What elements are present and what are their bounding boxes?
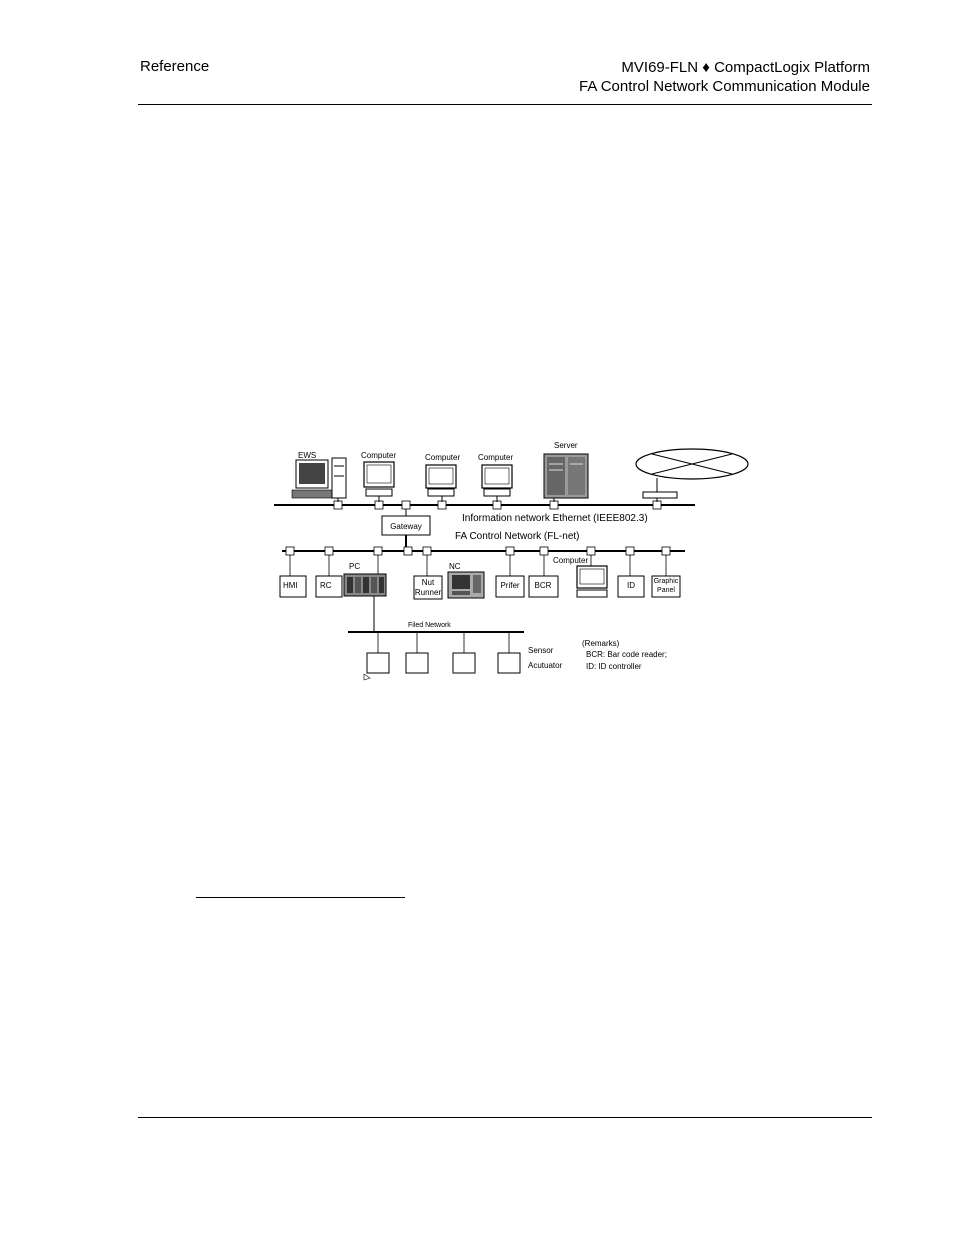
wan-cloud-icon [635,448,749,499]
remarks-title: (Remarks) [582,639,620,648]
fl-net-label: FA Control Network (FL-net) [455,531,579,542]
rc-label: RC [320,581,332,590]
nut-runner-label-2: Runner [415,588,442,597]
computer-2-label: Computer [425,453,460,462]
printer-box [495,575,525,598]
pc-label: PC [349,562,360,571]
printer-label: Prifer [500,581,519,590]
ethernet-label: Information network Ethernet (IEEE802.3) [462,513,648,524]
nc-label: NC [449,562,461,571]
nc-controller-icon [447,571,485,599]
remarks-line1: BCR: Bar code reader; [586,650,667,659]
field-network-label: Filed Network [408,622,451,629]
hmi-box [279,575,307,598]
header-rule [138,104,872,105]
server-icon [543,453,589,499]
nut-runner-label-1: Nut [422,578,435,587]
bcr-box [528,575,559,598]
graphic-panel-box [651,575,681,598]
footnote-rule [196,897,405,898]
header-product-line2: FA Control Network Communication Module [579,78,870,95]
computer-1-icon [363,461,395,497]
id-box [617,575,645,598]
computer-1-label: Computer [361,451,396,460]
graphic-panel-label-1: Graphic [654,578,679,585]
computer-3-label: Computer [478,453,513,462]
fa-computer-label: Computer [553,556,588,565]
header-product-line1: MVI69-FLN ♦ CompactLogix Platform [621,59,870,76]
computer-3-icon [481,464,513,497]
remarks-line2: ID: ID controller [586,662,642,671]
actuator-label: Acutuator [528,661,563,670]
cursor-arrow-icon [363,673,371,681]
server-label: Server [554,441,578,450]
fl-net-drops [289,555,667,576]
ews-label: EWS [298,451,316,460]
nut-runner-box [413,575,443,600]
rc-box [315,575,343,598]
fa-computer-icon [576,565,608,598]
graphic-panel-label-2: Panel [657,587,675,594]
ethernet-nodes [333,500,662,510]
footer-rule [138,1117,872,1118]
bcr-label: BCR [535,581,552,590]
hmi-label: HMI [283,581,298,590]
fl-net-architecture-diagram: EWS Computer Computer Computer Server [274,441,749,681]
header-section: Reference [140,58,210,75]
header-product: MVI69-FLN ♦ CompactLogix Platform FA Con… [579,58,870,96]
fl-net-nodes [285,546,671,556]
sensor-label: Sensor [528,646,554,655]
field-devices [366,652,521,674]
id-label: ID [627,581,635,590]
computer-2-icon [425,464,457,497]
ews-workstation-icon [291,457,347,499]
gateway-label: Gateway [390,522,422,531]
pc-rack-icon [343,573,387,597]
